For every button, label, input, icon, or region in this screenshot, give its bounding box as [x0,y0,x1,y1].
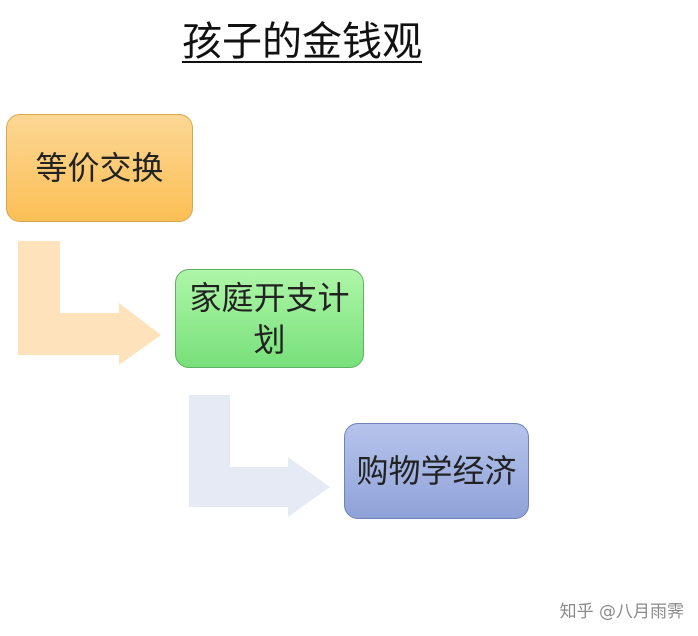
bent-arrow-2 [189,395,330,517]
bent-arrow-1 [18,241,161,365]
bent-arrow-2-shape [189,395,330,517]
watermark-text: 知乎 @八月雨霁 [559,602,684,622]
step-box-household-budget: 家庭开支计划 [175,269,364,368]
bent-arrow-1-shape [18,241,161,365]
step-box-equivalent-exchange: 等价交换 [6,114,193,222]
diagram-title: 孩子的金钱观 [182,19,422,65]
step-box-shopping-economics: 购物学经济 [344,423,529,519]
